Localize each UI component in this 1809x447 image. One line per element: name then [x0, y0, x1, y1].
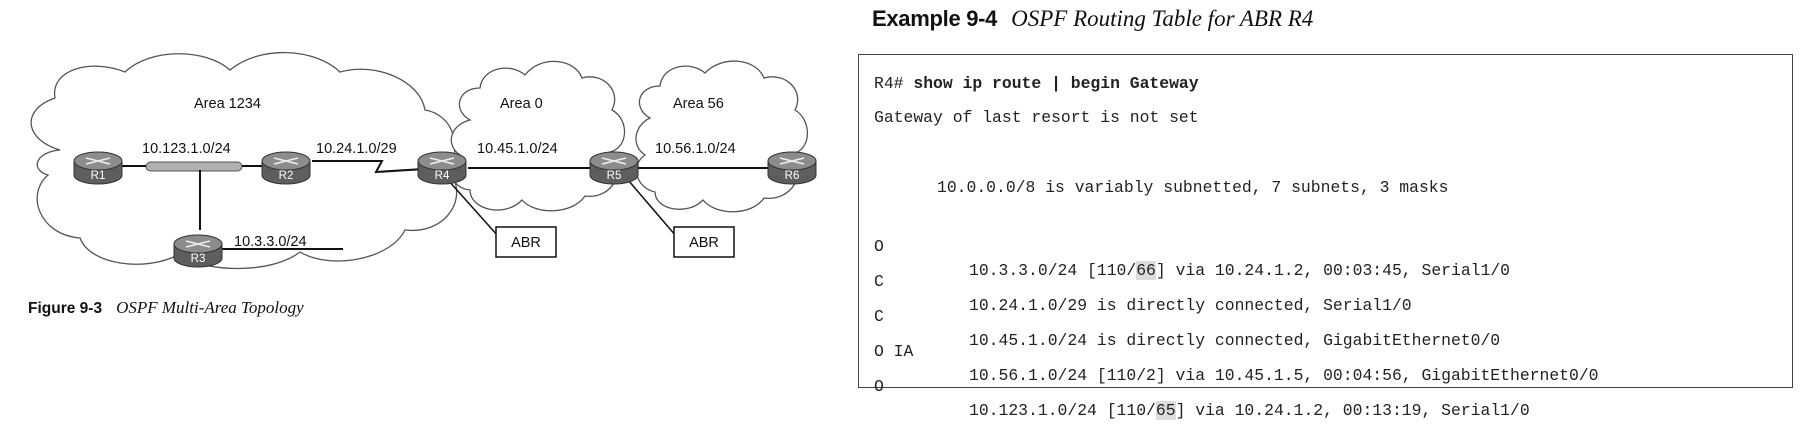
network-label: 10.3.3.0/24 [234, 234, 307, 250]
route-metric-highlight: 65 [1155, 401, 1176, 420]
area-label: Area 56 [673, 96, 724, 112]
route-text: ] via 10.24.1.2, 00:03:45, Serial1/0 [1155, 261, 1511, 280]
router-r5-icon: R5 [589, 151, 639, 185]
figure-title: OSPF Multi-Area Topology [116, 298, 304, 317]
cli-command: show ip route | begin Gateway [913, 74, 1199, 93]
route-text: ] via 10.24.1.2, 00:13:19, Serial1/0 [1175, 401, 1530, 420]
abr-label: ABR [689, 235, 719, 251]
route-row: C 10.45.1.0/24 is directly connected, Gi… [874, 281, 1774, 350]
area-label: Area 1234 [194, 96, 261, 112]
network-label: 10.45.1.0/24 [477, 141, 558, 157]
cli-prompt: R4# [874, 74, 914, 93]
router-r6-icon: R6 [767, 151, 817, 185]
network-label: 10.24.1.0/29 [316, 141, 397, 157]
area-label: Area 0 [500, 96, 543, 112]
router-r4-icon: R4 [417, 151, 467, 185]
router-label: R3 [191, 253, 206, 265]
route-text: 10.56.1.0/24 [110/2] via 10.45.1.5, 00:0… [969, 366, 1599, 385]
abr-box [495, 226, 557, 258]
abr-box [673, 226, 735, 258]
route-row: O 10.123.1.0/24 [110/65] via 10.24.1.2, … [874, 351, 1774, 420]
route-code: O [874, 237, 884, 256]
route-code: O IA [874, 342, 914, 361]
area-56-cloud [635, 60, 808, 213]
router-label: R1 [91, 170, 106, 182]
ospf-topology-diagram: Area 1234 Area 0 Area 56 10.123.1.0/24 1… [30, 51, 817, 270]
route-metric-highlight: 66 [1136, 261, 1156, 280]
gateway-line: Gateway of last resort is not set [874, 108, 1199, 127]
router-label: R2 [279, 170, 294, 182]
router-r3-icon: R3 [173, 234, 223, 268]
route-text: 10.45.1.0/24 is directly connected, Giga… [969, 331, 1501, 350]
router-label: R6 [785, 170, 800, 182]
route-row: O IA 10.56.1.0/24 [110/2] via 10.45.1.5,… [874, 316, 1774, 385]
example-number: Example 9-4 [872, 6, 998, 31]
router-r2-icon: R2 [261, 151, 311, 185]
area-0-cloud [450, 60, 626, 212]
figure-number: Figure 9-3 [28, 300, 103, 317]
abr-callout-r5 [627, 179, 677, 237]
subnet-summary-line: 10.0.0.0/8 is variably subnetted, 7 subn… [937, 178, 1449, 197]
router-label: R5 [607, 170, 622, 182]
route-code: C [874, 272, 884, 291]
router-r1-icon: R1 [73, 151, 123, 185]
route-text: 10.3.3.0/24 [110/ [969, 261, 1137, 280]
route-code: C [874, 307, 884, 326]
example-caption: Example 9-4 OSPF Routing Table for ABR R4 [872, 6, 1313, 32]
route-text: 10.24.1.0/29 is directly connected, Seri… [969, 296, 1412, 315]
command-line: R4# show ip route | begin Gateway [874, 72, 1199, 96]
figure-caption: Figure 9-3 OSPF Multi-Area Topology [28, 298, 304, 318]
serial-link-r2-r4 [312, 160, 441, 174]
abr-label: ABR [511, 235, 541, 251]
network-label: 10.56.1.0/24 [655, 141, 736, 157]
route-code: O [874, 377, 884, 396]
router-label: R4 [435, 170, 450, 182]
route-row: O 10.3.3.0/24 [110/66] via 10.24.1.2, 00… [874, 211, 1774, 280]
route-row: C 10.24.1.0/29 is directly connected, Se… [874, 246, 1774, 315]
route-text: 10.123.1.0/24 [110/ [969, 401, 1156, 420]
example-title: OSPF Routing Table for ABR R4 [1011, 6, 1314, 31]
network-label: 10.123.1.0/24 [142, 141, 231, 157]
cli-output-box: R4# show ip route | begin Gateway Gatewa… [858, 54, 1793, 420]
ethernet-segment-10-123 [145, 161, 243, 172]
abr-callout-r4 [447, 179, 499, 237]
